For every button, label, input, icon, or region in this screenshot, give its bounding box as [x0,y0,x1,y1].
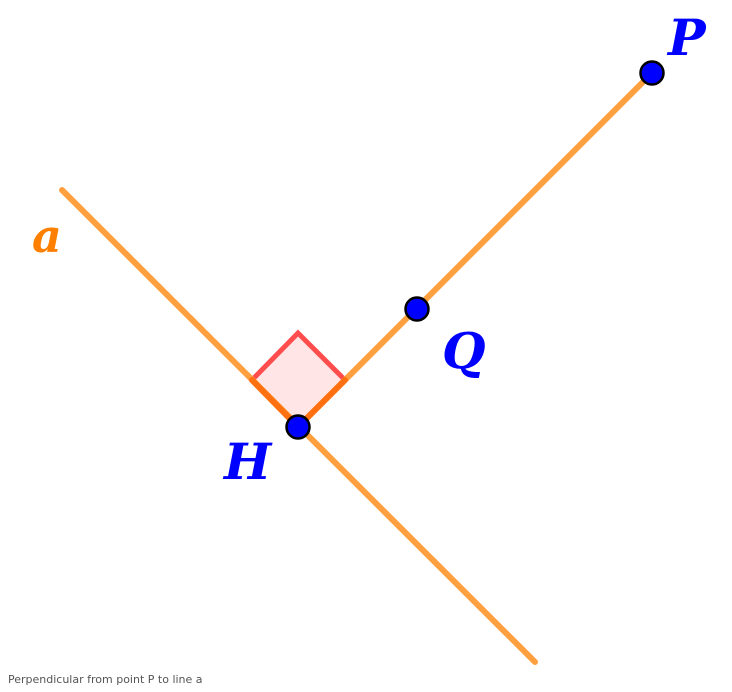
label-point-q: Q [442,321,486,380]
label-point-h: H [222,432,273,491]
segment-hp[interactable] [295,70,655,430]
right-angle-marker [248,329,349,431]
label-point-p: P [666,8,707,67]
label-line-a: a [32,209,62,263]
figure-title: Perpendicular from point P to line a [8,673,203,686]
point-p[interactable] [639,60,665,86]
point-h[interactable] [285,414,311,440]
point-q[interactable] [404,296,430,322]
